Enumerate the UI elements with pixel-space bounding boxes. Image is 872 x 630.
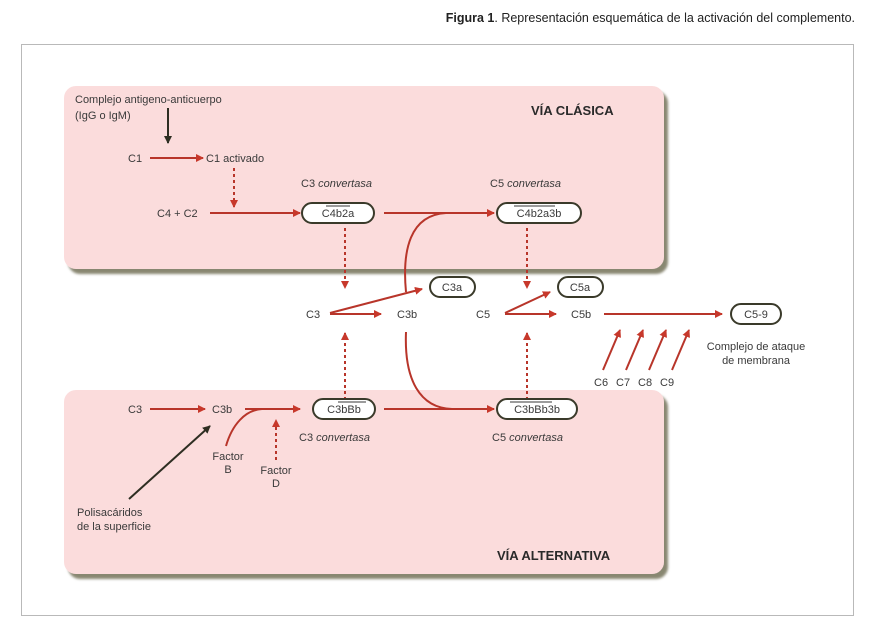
c4b2a-label: C4b2a [322, 208, 355, 220]
c3b-label: C3b [397, 309, 417, 321]
c3a-label: C3a [442, 282, 463, 294]
alternative-c5-convertase-label: C5 convertasa [492, 432, 563, 444]
figure-caption-text: . Representación esquemática de la activ… [494, 11, 855, 25]
c6-label: C6 [594, 377, 608, 389]
figure-number: Figura 1 [445, 11, 495, 25]
polysaccharide-trigger-arrow [128, 425, 211, 500]
c9-label: C9 [660, 377, 674, 389]
c1-activated-label: C1 activado [206, 153, 264, 165]
classical-pathway-title: VÍA CLÁSICA [531, 103, 614, 118]
c5a-pill [557, 276, 604, 298]
c8-label: C8 [638, 377, 652, 389]
c3bbb-label: C3bBb [327, 404, 361, 416]
mac-pill [730, 303, 782, 325]
c4-c2-label: C4 + C2 [157, 208, 198, 220]
c7-label: C7 [616, 377, 630, 389]
classical-c5-convertase-pill [496, 202, 582, 224]
alternative-c5-convertase-pill [496, 398, 578, 420]
alt-c3-label: C3 [128, 404, 142, 416]
factor-d-label: Factor [260, 465, 292, 477]
polysaccharides-label: Polisacáridos [77, 507, 143, 519]
factor-d-label-2: D [272, 478, 280, 490]
figure-caption: Figura 1. Representación esquemática de … [446, 11, 855, 25]
c3b-to-classical-c5-convertase-curve [404, 212, 447, 293]
alternative-c3-convertase-pill [312, 398, 376, 420]
c3b-to-alternative-c5-convertase-curve [404, 331, 453, 410]
c3bbb3b-label: C3bBb3b [514, 404, 560, 416]
alt-c3b-label: C3b [212, 404, 232, 416]
c5b-label: C5b [571, 309, 591, 321]
polysaccharides-label-2: de la superficie [77, 521, 151, 533]
alternative-c3-convertase-label: C3 convertasa [299, 432, 370, 444]
c5a-label: C5a [570, 282, 591, 294]
mac-description-2: de membrana [722, 355, 791, 367]
mac-description: Complejo de ataque [707, 341, 805, 353]
c4b2a3b-label: C4b2a3b [517, 208, 562, 220]
c7-arrow [625, 329, 644, 371]
factor-b-label-2: B [224, 464, 231, 476]
classical-c3-convertase-label: C3 convertasa [301, 178, 372, 190]
alternative-pathway-box [64, 390, 664, 574]
factor-b-curve [225, 408, 263, 447]
classical-c3-convertase-pill [301, 202, 375, 224]
c5-label: C5 [476, 309, 490, 321]
antigen-antibody-complex-label-2: (IgG o IgM) [75, 110, 131, 122]
c8-arrow [648, 329, 667, 371]
antigen-antibody-complex-label: Complejo antigeno-anticuerpo [75, 94, 222, 106]
c5-to-c5a-arrow [504, 291, 551, 314]
classical-c5-convertase-label: C5 convertasa [490, 178, 561, 190]
c3a-pill [429, 276, 476, 298]
alternative-pathway-title: VÍA ALTERNATIVA [497, 548, 611, 563]
c3-label: C3 [306, 309, 320, 321]
c6-arrow [602, 329, 621, 371]
factor-b-label: Factor [212, 451, 244, 463]
c5-9-label: C5-9 [744, 309, 768, 321]
c1-label: C1 [128, 153, 142, 165]
c9-arrow [671, 329, 690, 371]
c3-to-c3a-arrow [329, 286, 423, 314]
